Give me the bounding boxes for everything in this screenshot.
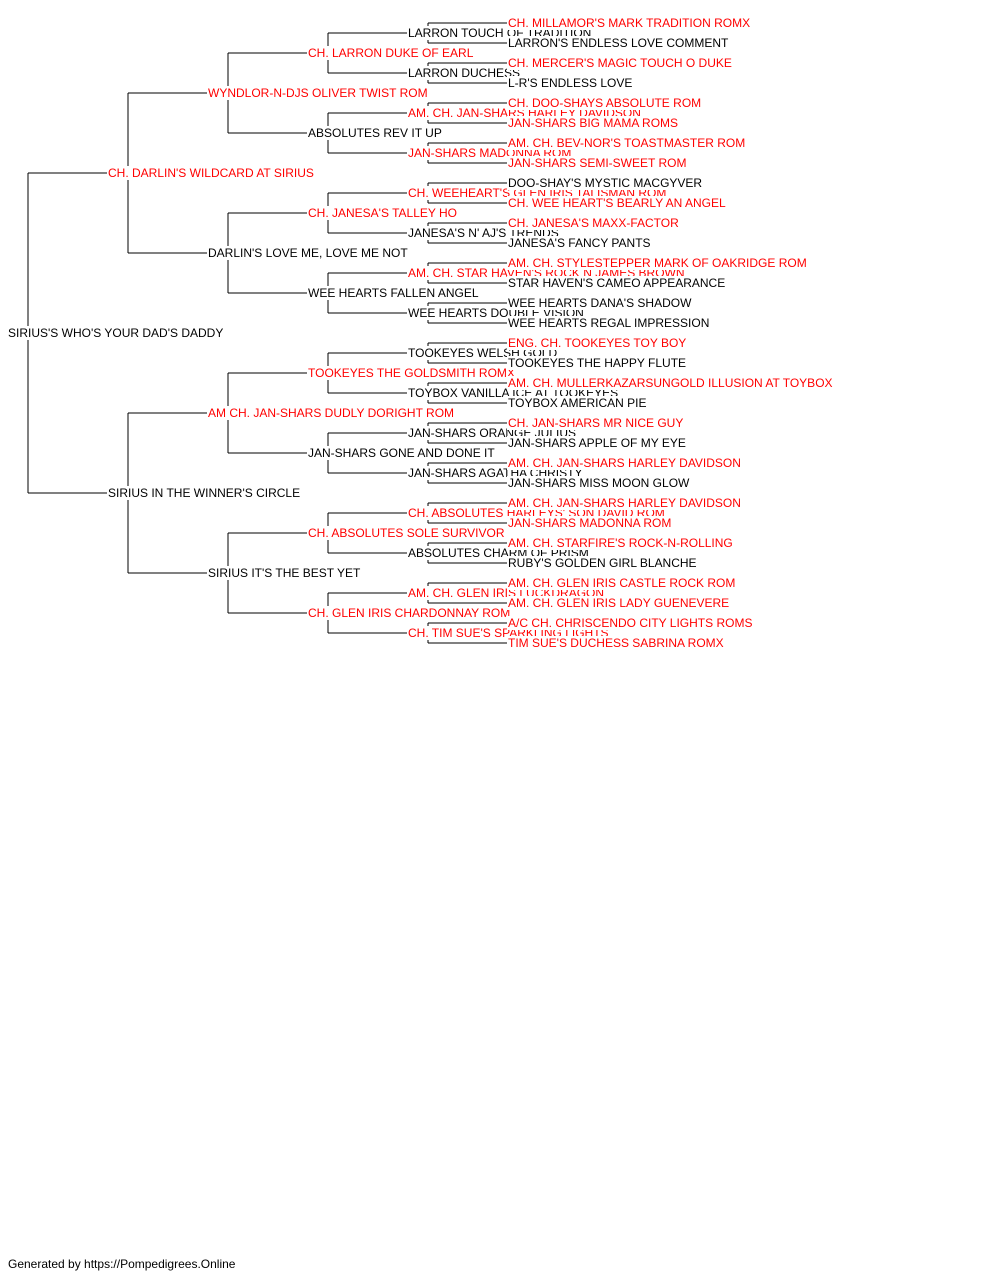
label-backing: [307, 126, 443, 140]
generated-by-footer: Generated by https://Pompedigrees.Online: [8, 1257, 236, 1271]
label-backing: [507, 396, 648, 410]
label-backing: [507, 496, 742, 510]
pedigree-name-gen5: JANESA'S FANCY PANTS: [508, 236, 651, 250]
pedigree-name-gen5: CH. DOO-SHAYS ABSOLUTE ROM: [508, 96, 701, 110]
label-backing: [207, 406, 456, 420]
pedigree-name-gen5: AM. CH. JAN-SHARS HARLEY DAVIDSON: [508, 496, 741, 510]
pedigree-name-gen1: SIRIUS IN THE WINNER'S CIRCLE: [108, 486, 300, 500]
label-backing: [207, 566, 363, 580]
pedigree-name-gen5: AM. CH. GLEN IRIS CASTLE ROCK ROM: [508, 576, 735, 590]
pedigree-name-gen5: JAN-SHARS MISS MOON GLOW: [508, 476, 690, 490]
label-backing: [307, 446, 497, 460]
label-backing: [507, 216, 681, 230]
pedigree-name-gen5: TOYBOX AMERICAN PIE: [508, 396, 646, 410]
label-backing: [507, 96, 703, 110]
label-backing: [507, 236, 652, 250]
label-backing: [507, 416, 685, 430]
label-backing: [507, 536, 734, 550]
pedigree-name-gen2: AM CH. JAN-SHARS DUDLY DORIGHT ROM: [208, 406, 454, 420]
label-backing: [107, 166, 315, 180]
pedigree-name-gen5: LARRON'S ENDLESS LOVE COMMENT: [508, 36, 729, 50]
label-backing: [507, 296, 694, 310]
label-backing: [7, 326, 225, 340]
label-backing: [507, 276, 727, 290]
pedigree-name-gen5: RUBY'S GOLDEN GIRL BLANCHE: [508, 556, 697, 570]
label-backing: [507, 156, 688, 170]
pedigree-name-gen5: CH. WEE HEART'S BEARLY AN ANGEL: [508, 196, 726, 210]
pedigree-name-gen5: CH. JAN-SHARS MR NICE GUY: [508, 416, 683, 430]
pedigree-name-gen5: TOOKEYES THE HAPPY FLUTE: [508, 356, 686, 370]
label-backing: [507, 256, 808, 270]
label-backing: [507, 136, 747, 150]
pedigree-name-gen2: DARLIN'S LOVE ME, LOVE ME NOT: [208, 246, 408, 260]
label-backing: [507, 636, 725, 650]
label-backing: [507, 596, 731, 610]
pedigree-name-gen5: WEE HEARTS REGAL IMPRESSION: [508, 316, 709, 330]
pedigree-name-gen3: CH. LARRON DUKE OF EARL: [308, 46, 474, 60]
label-backing: [207, 246, 410, 260]
label-backing: [507, 36, 731, 50]
pedigree-name-gen2: WYNDLOR-N-DJS OLIVER TWIST ROM: [208, 86, 428, 100]
label-backing: [307, 206, 459, 220]
pedigree-name-gen0: SIRIUS'S WHO'S YOUR DAD'S DADDY: [8, 326, 223, 340]
pedigree-name-gen5: CH. JANESA'S MAXX-FACTOR: [508, 216, 679, 230]
pedigree-name-gen5: STAR HAVEN'S CAMEO APPEARANCE: [508, 276, 725, 290]
pedigree-name-gen3: WEE HEARTS FALLEN ANGEL: [308, 286, 479, 300]
label-backing: [507, 176, 704, 190]
label-backing: [307, 606, 512, 620]
pedigree-name-gen1: CH. DARLIN'S WILDCARD AT SIRIUS: [108, 166, 314, 180]
pedigree-name-gen5: AM. CH. BEV-NOR'S TOASTMASTER ROM: [508, 136, 745, 150]
label-backing: [307, 526, 506, 540]
label-backing: [507, 616, 754, 630]
label-backing: [507, 56, 733, 70]
pedigree-name-gen5: AM. CH. JAN-SHARS HARLEY DAVIDSON: [508, 456, 741, 470]
label-backing: [107, 486, 302, 500]
label-backing: [307, 366, 516, 380]
pedigree-name-gen5: AM. CH. MULLERKAZARSUNGOLD ILLUSION AT T…: [508, 376, 833, 390]
label-backing: [507, 116, 680, 130]
pedigree-name-gen5: JAN-SHARS SEMI-SWEET ROM: [508, 156, 686, 170]
pedigree-name-gen5: CH. MILLAMOR'S MARK TRADITION ROMX: [508, 16, 750, 30]
label-backing: [507, 336, 688, 350]
pedigree-name-gen3: TOOKEYES THE GOLDSMITH ROMX: [308, 366, 515, 380]
pedigree-name-gen5: ENG. CH. TOOKEYES TOY BOY: [508, 336, 686, 350]
label-backing: [207, 86, 429, 100]
pedigree-name-gen3: CH. JANESA'S TALLEY HO: [308, 206, 457, 220]
pedigree-name-gen3: JAN-SHARS GONE AND DONE IT: [308, 446, 495, 460]
label-backing: [507, 316, 711, 330]
pedigree-name-gen5: A/C CH. CHRISCENDO CITY LIGHTS ROMS: [508, 616, 752, 630]
pedigree-name-gen5: L-R'S ENDLESS LOVE: [508, 76, 632, 90]
label-backing: [507, 76, 634, 90]
label-backing: [507, 16, 752, 30]
pedigree-name-gen3: CH. ABSOLUTES SOLE SURVIVOR: [308, 526, 505, 540]
pedigree-name-gen5: TIM SUE'S DUCHESS SABRINA ROMX: [508, 636, 724, 650]
pedigree-name-gen3: CH. GLEN IRIS CHARDONNAY ROM: [308, 606, 510, 620]
pedigree-name-gen5: AM. CH. STARFIRE'S ROCK-N-ROLLING: [508, 536, 733, 550]
label-backing: [507, 556, 698, 570]
label-backing: [507, 476, 692, 490]
pedigree-name-gen5: JAN-SHARS BIG MAMA ROMS: [508, 116, 678, 130]
pedigree-name-gen5: AM. CH. GLEN IRIS LADY GUENEVERE: [508, 596, 729, 610]
label-backing: [507, 196, 728, 210]
pedigree-name-gen2: SIRIUS IT'S THE BEST YET: [208, 566, 361, 580]
label-backing: [307, 286, 480, 300]
pedigree-name-gen5: JAN-SHARS MADONNA ROM: [508, 516, 671, 530]
label-backing: [507, 456, 742, 470]
label-backing: [507, 576, 737, 590]
label-backing: [507, 436, 687, 450]
label-backing: [407, 66, 522, 80]
label-backing: [507, 356, 688, 370]
pedigree-name-gen3: ABSOLUTES REV IT UP: [308, 126, 442, 140]
pedigree-name-gen5: DOO-SHAY'S MYSTIC MACGYVER: [508, 176, 702, 190]
label-backing: [307, 46, 475, 60]
pedigree-name-gen5: AM. CH. STYLESTEPPER MARK OF OAKRIDGE RO…: [508, 256, 807, 270]
pedigree-name-gen5: JAN-SHARS APPLE OF MY EYE: [508, 436, 686, 450]
pedigree-name-gen5: CH. MERCER'S MAGIC TOUCH O DUKE: [508, 56, 732, 70]
pedigree-name-gen5: WEE HEARTS DANA'S SHADOW: [508, 296, 692, 310]
pedigree-name-gen4: LARRON DUCHESS: [408, 66, 520, 80]
label-backing: [507, 376, 834, 390]
label-backing: [507, 516, 673, 530]
